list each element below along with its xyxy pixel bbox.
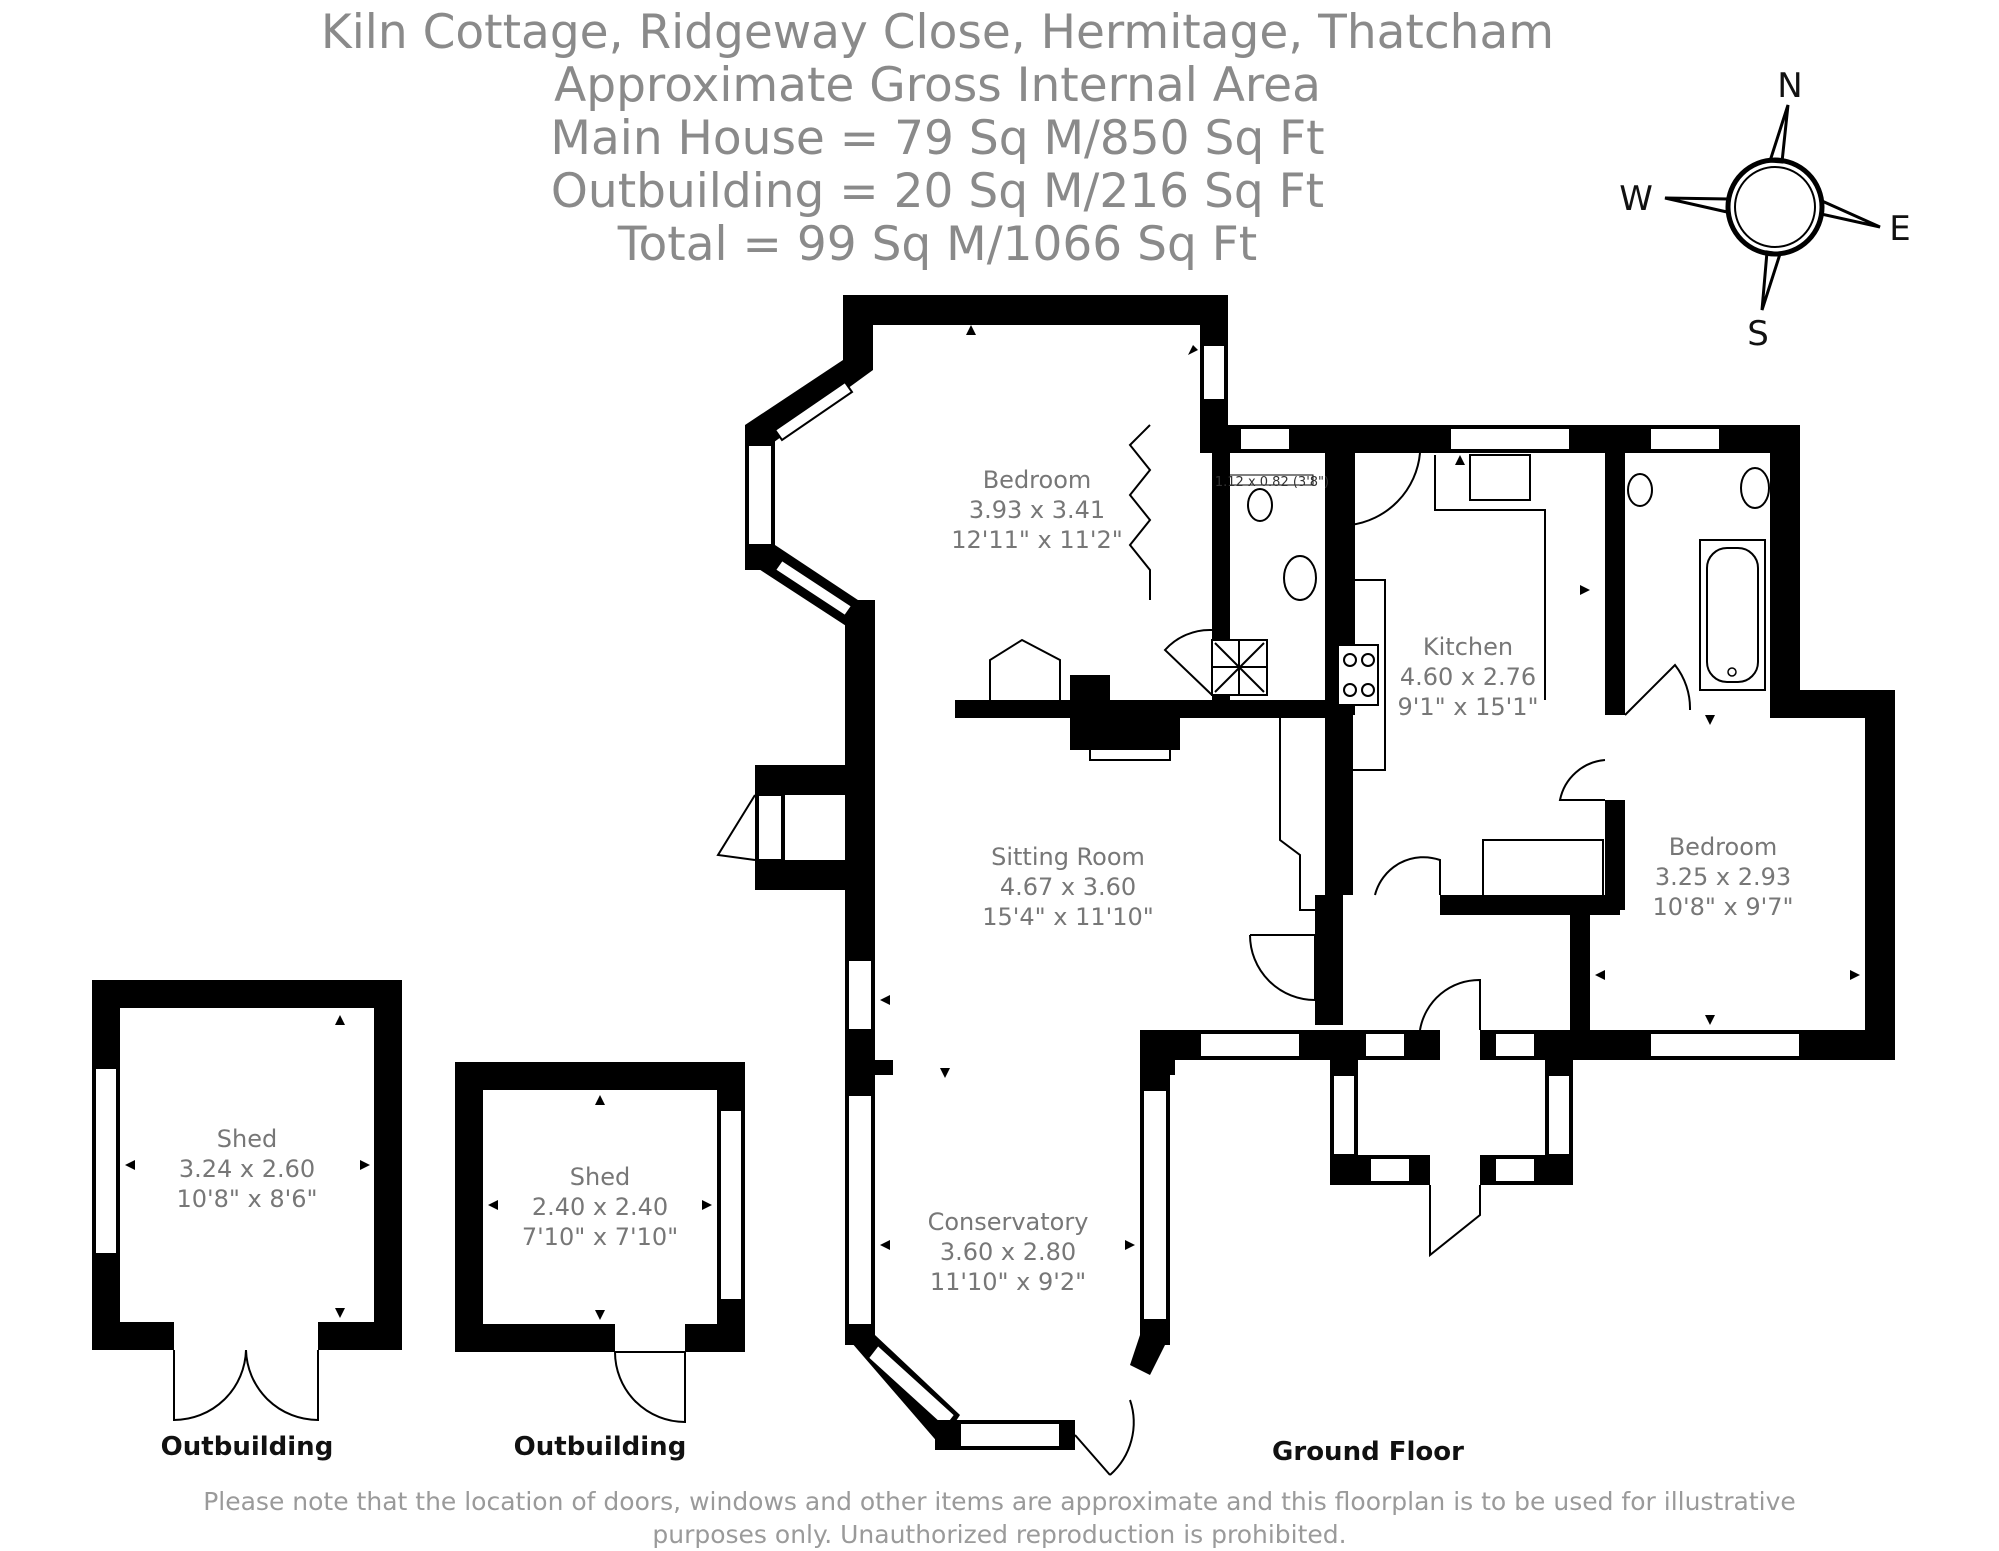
kitchen-imperial: 9'1" x 15'1" [1397,693,1538,721]
bedroom-2-name: Bedroom [1669,833,1778,861]
property-address: Kiln Cottage, Ridgeway Close, Hermitage,… [320,5,1555,60]
disclaimer: Please note that the location of doors, … [0,1485,1999,1551]
room-label-sitting-room: Sitting Room 4.67 x 3.60 15'4" x 11'10" [982,843,1154,931]
conservatory-imperial: 11'10" x 9'2" [930,1268,1086,1296]
wc-dimension: 1.12 x 0.82 (3'8") [1215,475,1329,490]
total-area: Total = 99 Sq M/1066 Sq Ft [617,217,1258,272]
shed-2-name: Shed [570,1163,630,1191]
room-label-shed-2: Shed 2.40 x 2.40 7'10" x 7'10" [522,1163,678,1251]
bedroom-1-name: Bedroom [983,466,1092,494]
caption-outbuilding-2: Outbuilding [514,1432,687,1462]
shed-1-plan [92,980,402,1422]
area-heading: Approximate Gross Internal Area [554,58,1321,113]
sitting-room-metric: 4.67 x 3.60 [1000,873,1136,901]
shed-1-imperial: 10'8" x 8'6" [176,1185,317,1213]
shed-2-imperial: 7'10" x 7'10" [522,1223,678,1251]
compass-n: N [1777,66,1802,106]
bedroom-1-metric: 3.93 x 3.41 [969,496,1105,524]
shed-2-plan [455,1062,745,1424]
sitting-room-name: Sitting Room [991,843,1145,871]
room-label-kitchen: Kitchen 4.60 x 2.76 9'1" x 15'1" [1397,633,1538,721]
bedroom-2-metric: 3.25 x 2.93 [1655,863,1791,891]
main-house-area: Main House = 79 Sq M/850 Sq Ft [550,111,1325,166]
compass-rose: N S E W [1619,66,1911,354]
shed-2-metric: 2.40 x 2.40 [532,1193,668,1221]
room-label-conservatory: Conservatory 3.60 x 2.80 11'10" x 9'2" [928,1208,1089,1296]
sitting-room-imperial: 15'4" x 11'10" [982,903,1154,931]
room-label-bedroom-2: Bedroom 3.25 x 2.93 10'8" x 9'7" [1652,833,1793,921]
kitchen-name: Kitchen [1423,633,1513,661]
compass-e: E [1889,209,1910,249]
compass-w: W [1619,179,1653,219]
main-house-plan [716,295,1895,1476]
room-label-bedroom-1: Bedroom 3.93 x 3.41 12'11" x 11'2" [951,466,1123,554]
conservatory-metric: 3.60 x 2.80 [940,1238,1076,1266]
caption-ground-floor: Ground Floor [1272,1437,1464,1467]
room-label-shed-1: Shed 3.24 x 2.60 10'8" x 8'6" [176,1125,317,1213]
disclaimer-line-1: Please note that the location of doors, … [203,1487,1796,1516]
shed-1-name: Shed [217,1125,277,1153]
disclaimer-line-2: purposes only. Unauthorized reproduction… [652,1520,1347,1549]
header: Kiln Cottage, Ridgeway Close, Hermitage,… [0,6,1999,271]
outbuilding-area: Outbuilding = 20 Sq M/216 Sq Ft [550,164,1325,219]
caption-outbuilding-1: Outbuilding [161,1432,334,1462]
bedroom-2-imperial: 10'8" x 9'7" [1652,893,1793,921]
shed-1-metric: 3.24 x 2.60 [179,1155,315,1183]
bedroom-1-imperial: 12'11" x 11'2" [951,526,1123,554]
kitchen-metric: 4.60 x 2.76 [1400,663,1536,691]
compass-s: S [1747,314,1769,354]
conservatory-name: Conservatory [928,1208,1089,1236]
